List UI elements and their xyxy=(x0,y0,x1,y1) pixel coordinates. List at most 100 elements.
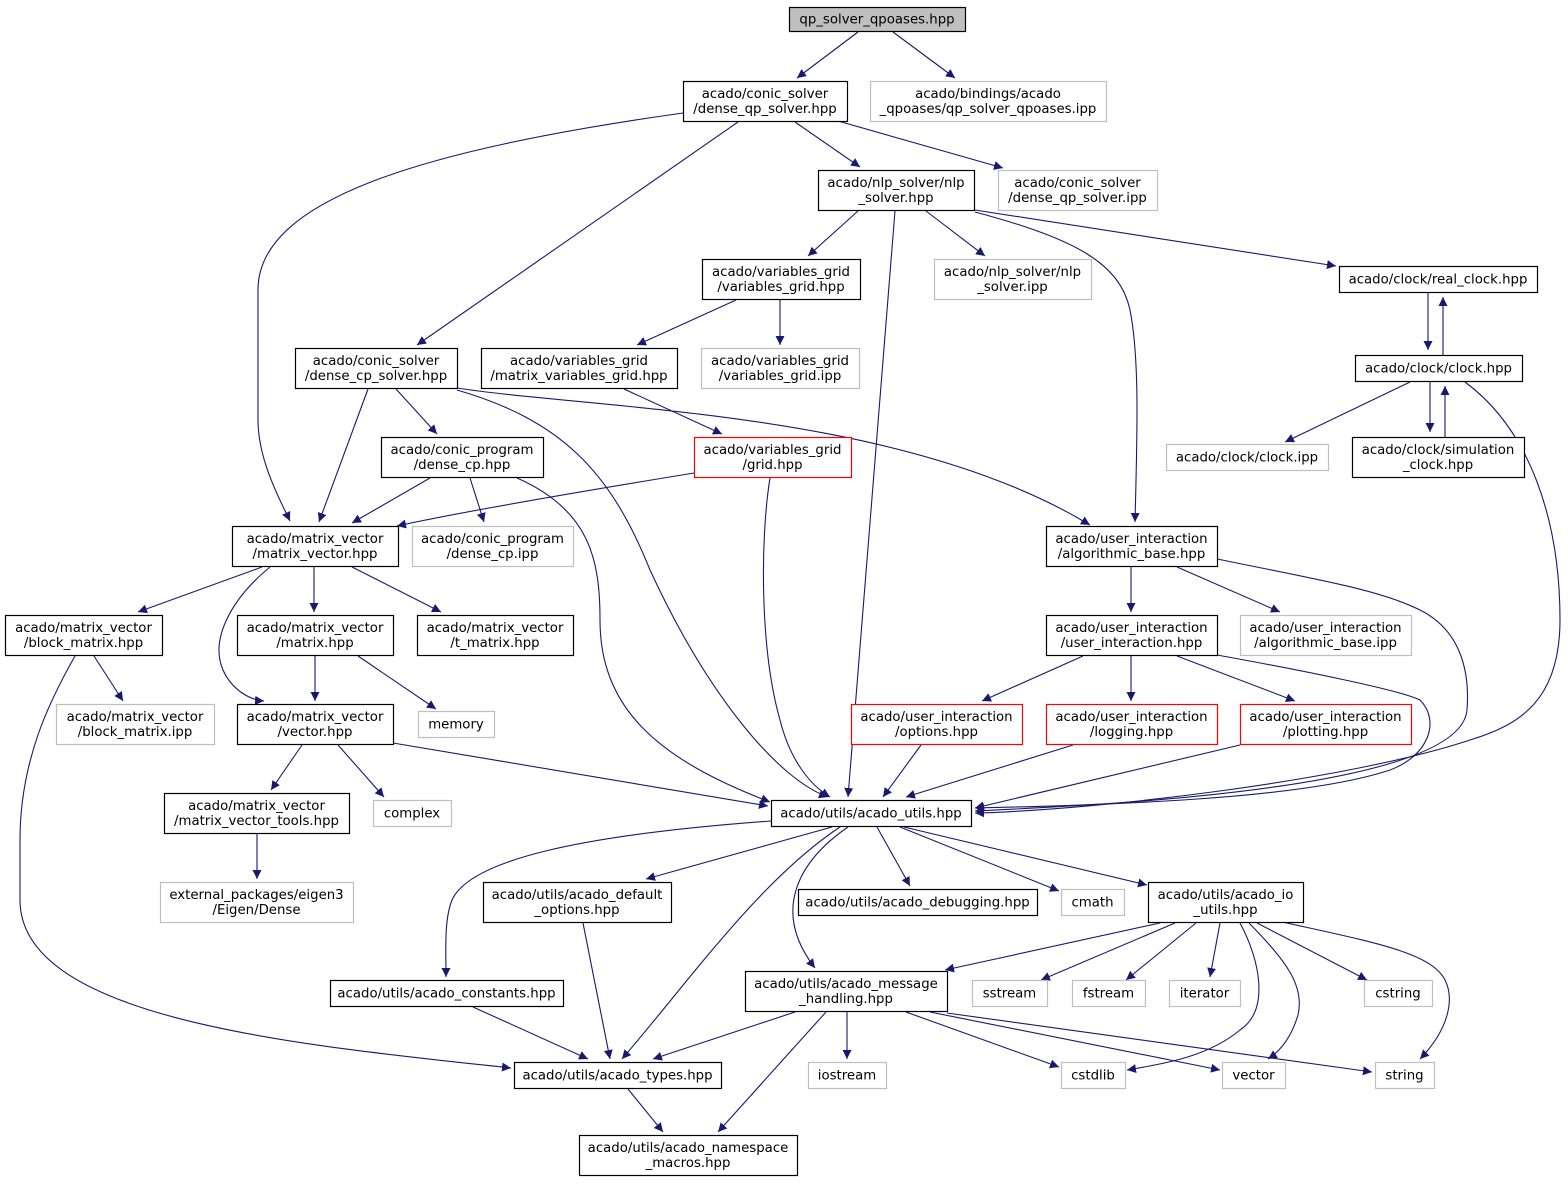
node-qp-solver-qpoases-hpp[interactable]: qp_solver_qpoases.hpp xyxy=(788,6,967,33)
node-acado-nlp-solver-nlp-solver-ipp[interactable]: acado/nlp_solver/nlp_solver.ipp xyxy=(933,258,1093,301)
node-label-line: acado/conic_program xyxy=(391,443,534,458)
node-iterator[interactable]: iterator xyxy=(1168,979,1242,1008)
node-acado-matrix-vector-block-matrix-hpp[interactable]: acado/matrix_vector/block_matrix.hpp xyxy=(4,614,164,657)
node-external-packages-eigen3-eigen-dense[interactable]: external_packages/eigen3/Eigen/Dense xyxy=(159,881,355,924)
node-label-line: external_packages/eigen3 xyxy=(169,888,343,903)
edge-n3-n5 xyxy=(807,210,859,257)
node-acado-matrix-vector-t-matrix-hpp[interactable]: acado/matrix_vector/t_matrix.hpp xyxy=(416,614,575,657)
node-acado-utils-acado-io-utils-hpp[interactable]: acado/utils/acado_io_utils.hpp xyxy=(1147,881,1305,924)
node-box xyxy=(788,6,967,33)
node-acado-conic-solver-dense-qp-solver-hpp[interactable]: acado/conic_solver/dense_qp_solver.hpp xyxy=(682,80,849,123)
node-cmath[interactable]: cmath xyxy=(1060,888,1126,917)
node-label-line: acado/utils/acado_constants.hpp xyxy=(337,987,555,1002)
node-cstdlib[interactable]: cstdlib xyxy=(1060,1061,1127,1090)
node-acado-user-interaction-logging-hpp[interactable]: acado/user_interaction/logging.hpp xyxy=(1045,703,1219,746)
node-acado-user-interaction-algorithmic-base-ipp[interactable]: acado/user_interaction/algorithmic_base.… xyxy=(1239,614,1413,657)
node-acado-matrix-vector-matrix-hpp[interactable]: acado/matrix_vector/matrix.hpp xyxy=(236,614,395,657)
node-box xyxy=(1338,265,1539,294)
node-box xyxy=(294,347,459,390)
node-fstream[interactable]: fstream xyxy=(1071,979,1147,1008)
node-acado-variables-grid-variables-grid-ipp[interactable]: acado/variables_grid/variables_grid.ipp xyxy=(700,347,861,390)
node-acado-user-interaction-algorithmic-base-hpp[interactable]: acado/user_interaction/algorithmic_base.… xyxy=(1045,525,1219,568)
node-acado-conic-solver-dense-qp-solver-ipp[interactable]: acado/conic_solver/dense_qp_solver.ipp xyxy=(997,169,1159,212)
node-box xyxy=(4,614,164,657)
node-acado-conic-solver-dense-cp-solver-hpp[interactable]: acado/conic_solver/dense_cp_solver.hpp xyxy=(294,347,459,390)
edge-n37-n40 xyxy=(1040,922,1176,981)
node-acado-nlp-solver-nlp-solver-hpp[interactable]: acado/nlp_solver/nlp_solver.hpp xyxy=(817,169,976,212)
node-acado-utils-acado-utils-hpp[interactable]: acado/utils/acado_utils.hpp xyxy=(770,799,973,828)
node-label-line: acado/utils/acado_utils.hpp xyxy=(780,807,961,822)
node-label-line: acado/matrix_vector xyxy=(427,621,564,636)
node-acado-matrix-vector-vector-hpp[interactable]: acado/matrix_vector/vector.hpp xyxy=(236,703,395,746)
node-acado-variables-grid-matrix-variables-grid-hpp[interactable]: acado/variables_grid/matrix_variables_gr… xyxy=(480,347,679,390)
edge-n8-n12 xyxy=(395,388,438,435)
node-label-line: acado/matrix_vector xyxy=(247,532,384,547)
node-acado-clock-clock-ipp[interactable]: acado/clock/clock.ipp xyxy=(1165,443,1330,472)
node-acado-variables-grid-variables-grid-hpp[interactable]: acado/variables_grid/variables_grid.hpp xyxy=(701,258,862,301)
node-box xyxy=(744,970,949,1013)
node-acado-clock-clock-hpp[interactable]: acado/clock/clock.hpp xyxy=(1354,354,1524,383)
edge-n37-n46 xyxy=(1126,922,1260,1073)
edge-n8-n18 xyxy=(456,387,1091,526)
node-label-line: memory xyxy=(428,718,484,733)
node-acado-clock-simulation-clock-hpp[interactable]: acado/clock/simulation_clock.hpp xyxy=(1351,436,1526,479)
edge-n3-n6 xyxy=(925,210,986,257)
node-acado-user-interaction-options-hpp[interactable]: acado/user_interaction/options.hpp xyxy=(850,703,1024,746)
node-vector[interactable]: vector xyxy=(1221,1061,1287,1090)
node-box xyxy=(997,169,1159,212)
edge-n19-n24 xyxy=(93,655,124,702)
node-acado-utils-acado-default-options-hpp[interactable]: acado/utils/acado_default_options.hpp xyxy=(482,881,673,924)
node-box xyxy=(1221,1061,1287,1090)
node-label-line: acado/user_interaction xyxy=(1055,532,1207,547)
node-acado-conic-program-dense-cp-ipp[interactable]: acado/conic_program/dense_cp.ipp xyxy=(411,525,575,568)
node-label-line: /matrix_vector.hpp xyxy=(253,547,378,562)
node-acado-utils-acado-message-handling-hpp[interactable]: acado/utils/acado_message_handling.hpp xyxy=(744,970,949,1013)
node-label-line: acado/utils/acado_default xyxy=(492,888,663,903)
node-acado-user-interaction-plotting-hpp[interactable]: acado/user_interaction/plotting.hpp xyxy=(1239,703,1413,746)
node-box xyxy=(817,169,976,212)
node-acado-utils-acado-types-hpp[interactable]: acado/utils/acado_types.hpp xyxy=(513,1061,723,1090)
node-label-line: string xyxy=(1385,1069,1423,1084)
node-label-line: /grid.hpp xyxy=(742,458,802,473)
node-acado-bindings-acado-qpoases-qp-solver-qpoases-ipp[interactable]: acado/bindings/acado_qpoases/qp_solver_q… xyxy=(869,80,1108,123)
edge-n1-n4 xyxy=(837,120,1004,170)
node-acado-utils-acado-debugging-hpp[interactable]: acado/utils/acado_debugging.hpp xyxy=(797,888,1039,917)
node-label-line: _clock.hpp xyxy=(1402,458,1473,473)
node-box xyxy=(1239,614,1413,657)
node-acado-clock-real-clock-hpp[interactable]: acado/clock/real_clock.hpp xyxy=(1338,265,1539,294)
node-box xyxy=(163,792,351,835)
edge-n12-n17 xyxy=(469,477,486,523)
node-acado-matrix-vector-matrix-vector-tools-hpp[interactable]: acado/matrix_vector/matrix_vector_tools.… xyxy=(163,792,351,835)
node-sstream[interactable]: sstream xyxy=(971,979,1049,1008)
node-label-line: acado/conic_solver xyxy=(313,354,440,369)
node-box xyxy=(236,614,395,657)
node-label-line: _solver.ipp xyxy=(976,280,1048,295)
node-acado-variables-grid-grid-hpp[interactable]: acado/variables_grid/grid.hpp xyxy=(693,436,853,479)
node-box xyxy=(1060,888,1126,917)
node-acado-conic-program-dense-cp-hpp[interactable]: acado/conic_program/dense_cp.hpp xyxy=(380,436,545,479)
node-acado-utils-acado-constants-hpp[interactable]: acado/utils/acado_constants.hpp xyxy=(329,979,565,1008)
node-iostream[interactable]: iostream xyxy=(807,1061,888,1090)
node-label-line: acado/clock/clock.ipp xyxy=(1176,451,1318,466)
node-complex[interactable]: complex xyxy=(372,799,453,828)
edge-n44-n49 xyxy=(627,1088,664,1133)
node-string[interactable]: string xyxy=(1374,1061,1436,1090)
node-box xyxy=(513,1061,723,1090)
node-label-line: _qpoases/qp_solver_qpoases.ipp xyxy=(879,102,1097,117)
edge-n32-n44 xyxy=(621,826,841,1060)
node-box xyxy=(372,799,453,828)
node-label-line: acado/clock/clock.hpp xyxy=(1365,362,1512,377)
node-acado-utils-acado-namespace-macros-hpp[interactable]: acado/utils/acado_namespace_macros.hpp xyxy=(578,1134,799,1177)
node-acado-matrix-vector-matrix-vector-hpp[interactable]: acado/matrix_vector/matrix_vector.hpp xyxy=(231,525,400,568)
node-label-line: acado/user_interaction xyxy=(1249,710,1401,725)
node-memory[interactable]: memory xyxy=(417,710,496,739)
node-box xyxy=(701,258,862,301)
node-label-line: acado/user_interaction xyxy=(1055,710,1207,725)
edge-n39-n46 xyxy=(905,1011,1060,1069)
edge-n12-n16 xyxy=(351,477,431,524)
node-cstring[interactable]: cstring xyxy=(1363,979,1434,1008)
node-acado-matrix-vector-block-matrix-ipp[interactable]: acado/matrix_vector/block_matrix.ipp xyxy=(55,703,216,746)
node-acado-user-interaction-user-interaction-hpp[interactable]: acado/user_interaction/user_interaction.… xyxy=(1045,614,1219,657)
node-label-line: acado/utils/acado_types.hpp xyxy=(522,1069,712,1084)
